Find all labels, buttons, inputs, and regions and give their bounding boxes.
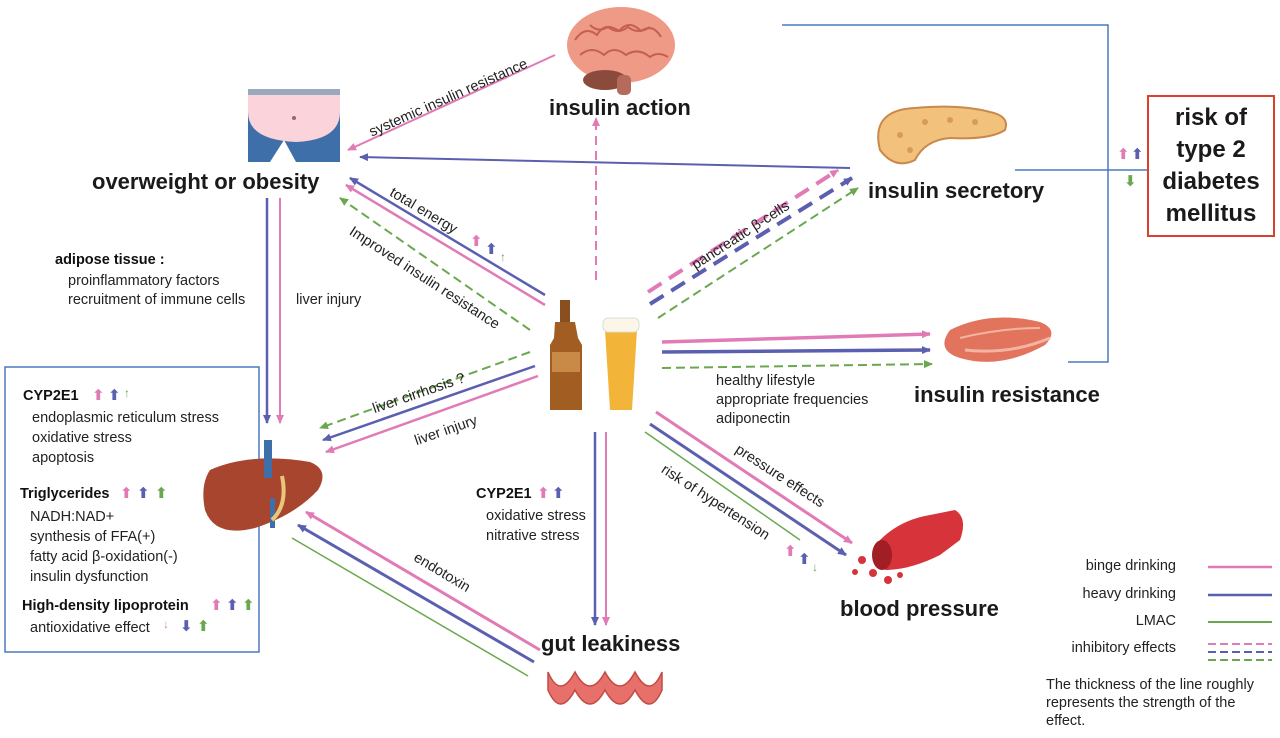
liver-tg-title: Triglycerides [20,486,110,502]
risk-line: mellitus [1165,200,1257,227]
liver-cyp-title: CYP2E1 [23,388,79,404]
node-overweight: overweight or obesity [92,169,320,194]
up-arrow-icon: ⬆ [155,485,168,502]
edge-pancreas-heavy [648,176,854,306]
edge-cirrhosis [319,351,531,430]
down-arrow-icon: ⬇ [1124,173,1137,190]
edge-resistance-lmac [661,360,933,369]
gut-item: nitrative stress [486,528,580,544]
up-arrow-icon: ⬆ [552,485,565,502]
legend-label-binge: binge drinking [1085,558,1176,574]
risk-line: type 2 [1176,136,1246,163]
edge-pancreas-binge [646,168,840,294]
up-arrow-icon: ⬆ [226,597,239,614]
up-arrow-icon: ⬆ [242,597,255,614]
resistance-note: appropriate frequencies [716,392,869,408]
blood-vessel-icon [852,510,964,584]
up-arrow-icon: ⬆ [798,551,811,568]
liver-cyp-item: apoptosis [32,450,95,466]
legend-label-heavy: heavy drinking [1082,586,1177,602]
beer-bottle-icon [550,300,582,410]
edge-pancreas-lmac [657,187,859,319]
edge-resistance-heavy [661,346,931,355]
legend-label-inhibitory: inhibitory effects [1071,640,1176,656]
brain-icon [567,7,675,95]
legend-note: The thickness of the line roughly [1046,677,1254,693]
up-arrow-icon: ⬆ [92,387,105,404]
edge-pancreas-obesity [359,153,851,169]
liver-cyp-item: endoplasmic reticulum stress [32,410,219,426]
edge-bp-lmac [644,431,801,541]
up-arrow-icon: ⬆ [120,485,133,502]
label-liver-injury-top: liver injury [296,292,362,308]
pancreas-icon [877,105,1007,165]
adipose-item: proinflammatory factors [68,273,220,289]
up-arrow-icon: ⬆ [537,485,550,502]
up-arrow-icon: ⬆ [108,387,121,404]
edge-systemic [347,54,556,151]
legend-label-lmac: LMAC [1135,613,1176,629]
gut-cyp-title: CYP2E1 [476,486,532,502]
adipose-item: recruitment of immune cells [68,292,246,308]
risk-line: risk of [1174,104,1248,131]
resistance-note: adiponectin [716,411,791,427]
legend-note: effect. [1046,713,1086,729]
liver-hdl-title: High-density lipoprotein [22,598,189,614]
edge-energy-binge [345,183,546,307]
up-arrow-icon: ↑ [500,250,506,264]
liver-tg-item: insulin dysfunction [30,569,149,585]
liver-hdl-item: antioxidative effect [30,620,150,636]
muscle-icon [944,317,1052,362]
beer-glass-icon [602,317,640,410]
node-gut-leakiness: gut leakiness [541,631,681,656]
edge-liver-binge [325,374,539,454]
node-insulin-secretory: insulin secretory [868,178,1045,203]
risk-line: diabetes [1162,168,1260,195]
up-arrow-icon: ⬆ [210,597,223,614]
up-arrow-icon: ⬆ [470,233,483,250]
node-insulin-resistance: insulin resistance [914,382,1100,407]
liver-tg-item: synthesis of FFA(+) [30,529,156,545]
edge-improved [339,197,531,331]
down-arrow-icon: ↓ [163,617,169,631]
edge-endotoxin-heavy [297,523,535,664]
edge-liver-heavy [322,364,536,442]
liver-tg-item: NADH:NAD+ [30,509,115,525]
node-blood-pressure: blood pressure [840,596,999,621]
resistance-note: healthy lifestyle [716,373,816,389]
down-arrow-icon: ↓ [812,560,818,574]
edge-endotoxin-lmac [291,537,529,677]
liver-cyp-item: oxidative stress [32,430,132,446]
edge-energy-heavy [349,176,546,297]
gut-item: oxidative stress [486,508,586,524]
risk-connector-top [782,24,1109,363]
legend-note: represents the strength of the [1046,695,1236,711]
down-arrow-icon: ⬇ [180,618,193,635]
risk-box: risk of type 2 diabetes mellitus [1147,95,1275,237]
belly-icon [248,89,340,162]
adipose-title: adipose tissue : [55,252,165,268]
up-arrow-icon: ⬆ [137,485,150,502]
liver-tg-item: fatty acid β-oxidation(-) [30,549,178,565]
up-arrow-icon: ⬆ [197,618,210,635]
up-arrow-icon: ⬆ [485,241,498,258]
edge-bp-binge [655,410,853,545]
intestine-icon [547,670,663,705]
edge-endotoxin-binge [305,510,541,652]
edge-resistance-binge [661,330,931,344]
up-arrow-icon: ⬆ [784,543,797,560]
edge-bp-heavy [649,422,847,557]
up-arrow-icon: ⬆ [1117,146,1130,163]
up-arrow-icon: ↑ [124,386,130,400]
up-arrow-icon: ⬆ [1131,146,1144,163]
liver-icon [203,440,323,531]
node-insulin-action: insulin action [549,95,691,120]
